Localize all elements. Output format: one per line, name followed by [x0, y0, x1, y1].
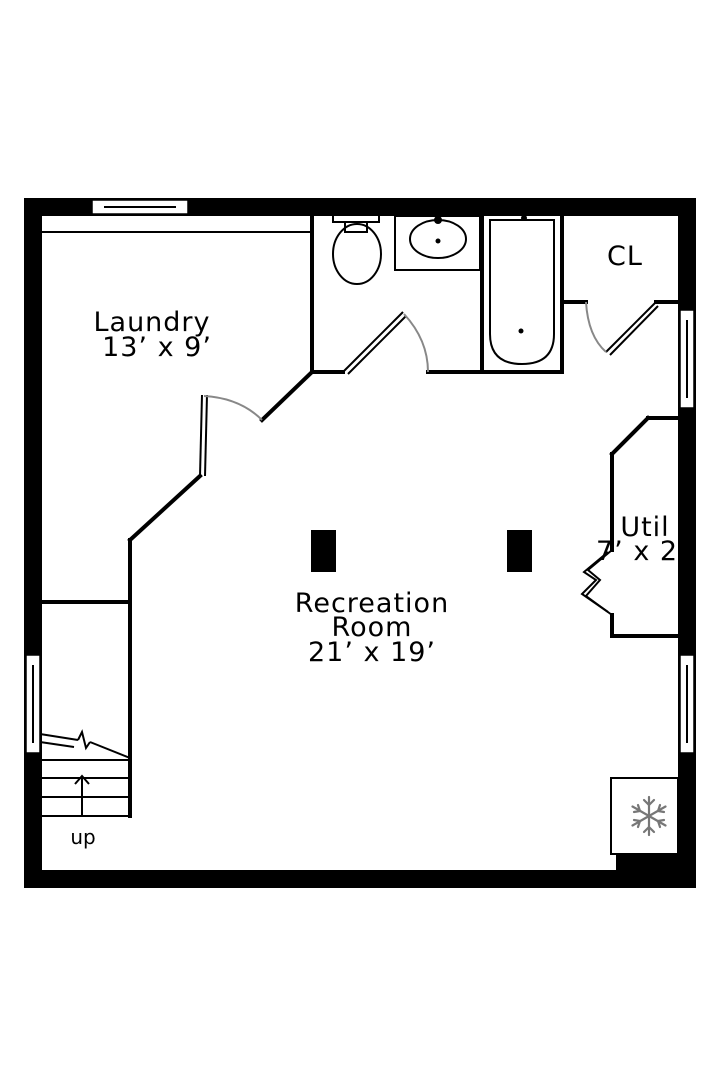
- column-left: [311, 530, 336, 572]
- stairs-label: up: [70, 825, 95, 849]
- hvac-unit: [610, 777, 679, 855]
- interior-walls: [38, 214, 682, 818]
- south-wall: [24, 870, 696, 888]
- laundry-size: 13’ x 9’: [102, 332, 212, 363]
- recreation-name-line2: Room: [332, 612, 413, 643]
- laundry-door: [199, 394, 263, 477]
- snowflake-icon: [631, 795, 667, 837]
- sink: [394, 215, 481, 271]
- up-arrow-icon: [74, 774, 90, 816]
- utility-size: 7’ x 2: [596, 536, 678, 567]
- stairs: [39, 729, 131, 817]
- bathroom-fixtures: [332, 213, 555, 366]
- furnace-base: [616, 852, 696, 888]
- column-right: [507, 530, 532, 572]
- closet-name: CL: [607, 241, 643, 272]
- toilet: [332, 213, 382, 285]
- closet-door: [585, 301, 659, 356]
- windows: [25, 199, 695, 754]
- laundry-name: Laundry: [93, 307, 210, 338]
- bathtub: [489, 215, 555, 366]
- north-wall: [24, 198, 696, 216]
- doors: [199, 301, 659, 616]
- recreation-size: 21’ x 19’: [308, 637, 436, 668]
- recreation-name-line1: Recreation: [295, 588, 449, 619]
- bathroom-door: [342, 311, 429, 375]
- west-wall: [24, 198, 42, 888]
- utility-name: Util: [620, 512, 669, 543]
